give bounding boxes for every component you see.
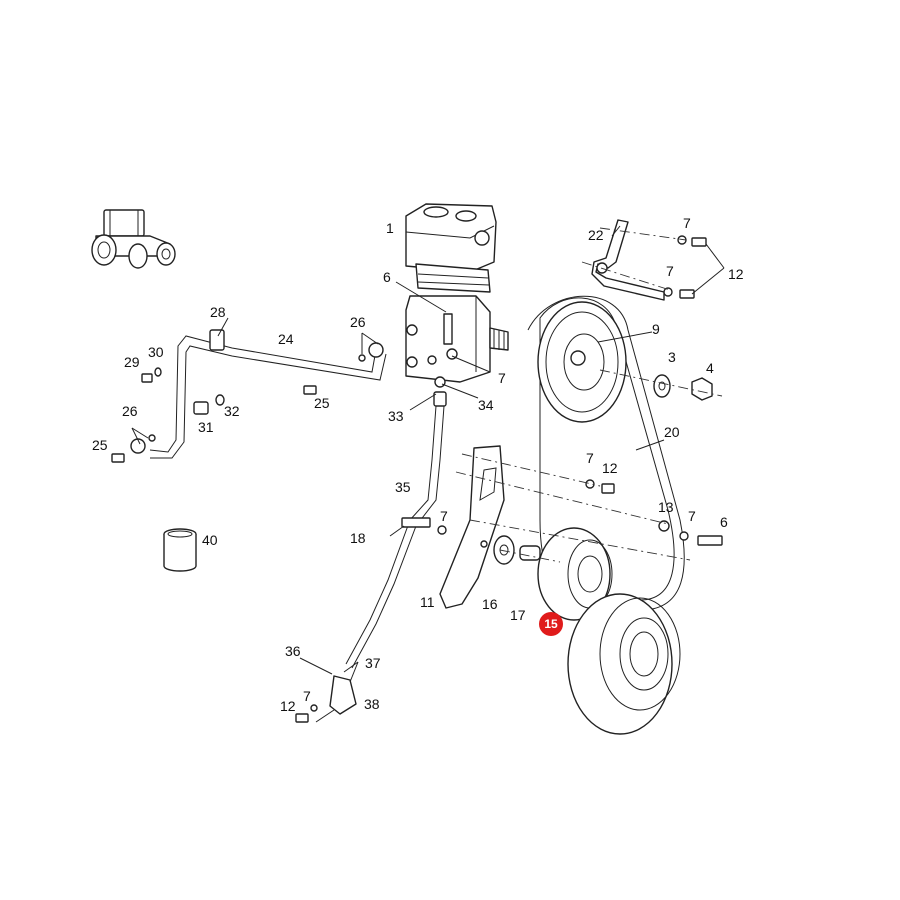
part-label-20: 20 xyxy=(664,424,680,440)
idler-parts xyxy=(493,527,613,621)
part-label-7b: 7 xyxy=(683,215,691,231)
highlighted-callout-15[interactable]: 15 xyxy=(539,612,563,636)
part-label-26b: 26 xyxy=(122,403,138,419)
part-label-6a: 6 xyxy=(383,269,391,285)
washer-nut xyxy=(653,374,713,401)
part-label-30: 30 xyxy=(148,344,164,360)
part-label-35: 35 xyxy=(395,479,411,495)
part-label-13: 13 xyxy=(658,499,674,515)
part-label-34: 34 xyxy=(478,397,494,413)
part-label-7c: 7 xyxy=(666,263,674,279)
part-label-32: 32 xyxy=(224,403,240,419)
leader-lines xyxy=(131,225,725,723)
highlight-badge[interactable] xyxy=(539,612,563,636)
alignment-lines xyxy=(455,227,723,563)
part-label-25b: 25 xyxy=(92,437,108,453)
pipe-assembly xyxy=(130,329,387,459)
part-label-38: 38 xyxy=(364,696,380,712)
part-label-31: 31 xyxy=(198,419,214,435)
tensioner-arm xyxy=(591,219,707,301)
part-label-29: 29 xyxy=(124,354,140,370)
part-label-6b: 6 xyxy=(720,514,728,530)
part-label-36: 36 xyxy=(285,643,301,659)
small-parts-left xyxy=(111,367,317,463)
part-label-1: 1 xyxy=(386,220,394,236)
part-label-16: 16 xyxy=(482,596,498,612)
part-label-3: 3 xyxy=(668,349,676,365)
part-label-12c: 12 xyxy=(280,698,296,714)
bracket xyxy=(439,445,505,609)
part-labels: 1 6 26 7 25 33 34 28 24 29 30 26 31 32 2… xyxy=(92,215,744,714)
tractor-icon xyxy=(91,209,176,269)
part-label-12b: 12 xyxy=(602,460,618,476)
clamp xyxy=(295,675,357,723)
part-label-24: 24 xyxy=(278,331,294,347)
part-label-25a: 25 xyxy=(314,395,330,411)
compressor xyxy=(405,203,509,383)
fasteners-right xyxy=(401,479,723,546)
part-label-11: 11 xyxy=(420,594,435,610)
part-label-18: 18 xyxy=(350,530,366,546)
part-label-40: 40 xyxy=(202,532,218,548)
highlight-label: 15 xyxy=(544,617,558,631)
part-label-7e: 7 xyxy=(688,508,696,524)
part-label-7d: 7 xyxy=(586,450,594,466)
filter-cylinder xyxy=(163,528,197,572)
part-label-37: 37 xyxy=(365,655,381,671)
part-label-28: 28 xyxy=(210,304,226,320)
part-label-7a: 7 xyxy=(498,370,506,386)
part-label-4: 4 xyxy=(706,360,714,376)
part-label-7g: 7 xyxy=(303,688,311,704)
part-label-33: 33 xyxy=(388,408,404,424)
part-label-26a: 26 xyxy=(350,314,366,330)
part-label-22: 22 xyxy=(588,227,604,243)
crank-pulley xyxy=(567,593,681,735)
part-label-12a: 12 xyxy=(728,266,744,282)
part-label-9: 9 xyxy=(652,321,660,337)
part-label-17: 17 xyxy=(510,607,526,623)
pipe-fittings xyxy=(345,376,447,669)
part-label-7f: 7 xyxy=(440,508,448,524)
